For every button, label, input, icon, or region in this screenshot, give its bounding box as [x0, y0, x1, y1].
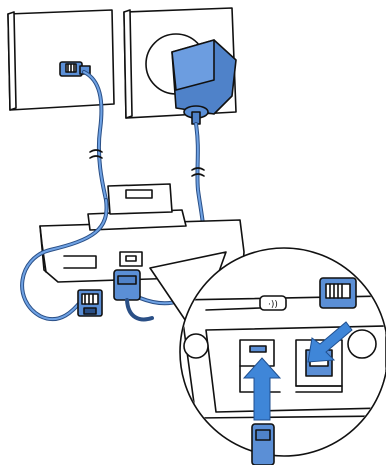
telephone-jack-icon: [77, 289, 103, 317]
insert-arrow-icon-2: [307, 321, 353, 363]
charger-base-icon: [39, 183, 245, 283]
power-plug-insert: [251, 423, 275, 465]
phone-wall-plate: [7, 9, 115, 111]
phone-jack-insert: [319, 277, 357, 309]
signal-icon: ·)): [259, 295, 287, 311]
power-dc-plug: [113, 269, 154, 322]
power-adapter-icon: [171, 39, 237, 125]
insert-arrow-icon: [242, 357, 282, 421]
phone-cord-to-base: [20, 198, 109, 322]
zoomed-base-detail: ·)): [181, 295, 386, 419]
phone-line-cable: [82, 70, 108, 202]
wall-telephone-plug: [59, 61, 91, 77]
svg-text:·)): ·)): [268, 300, 278, 310]
